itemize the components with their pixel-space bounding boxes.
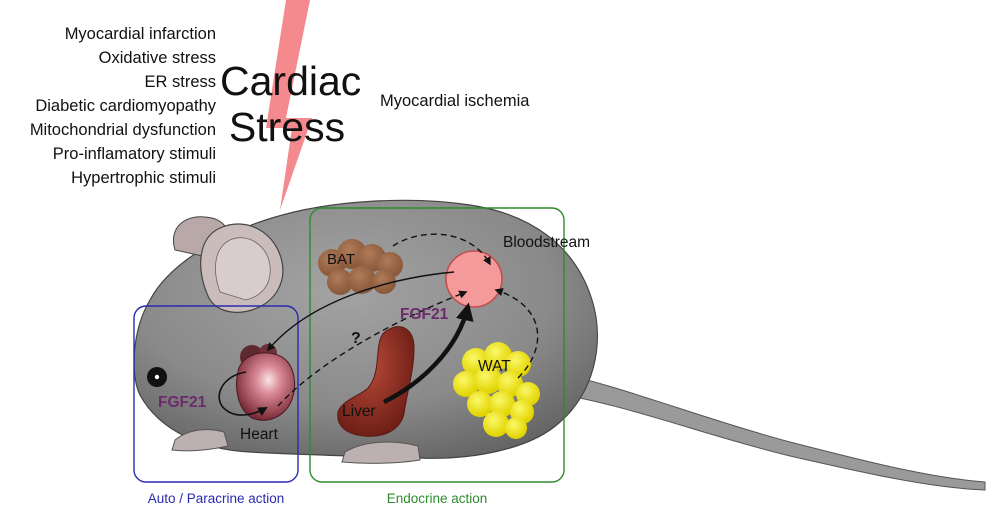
stress-cause: ER stress (144, 73, 216, 91)
bat-label: BAT (327, 251, 355, 268)
endocrine-box (309, 207, 565, 483)
stress-cause: Hypertrophic stimuli (71, 169, 216, 187)
endocrine-caption: Endocrine action (387, 491, 488, 506)
cardiac-stress-line1: Cardiac (220, 58, 362, 104)
mouse-eye-highlight (154, 374, 160, 380)
bloodstream-label: Bloodstream (503, 234, 590, 251)
heart-label: Heart (240, 426, 279, 443)
stress-cause: Mitochondrial dysfunction (29, 121, 216, 139)
liver-organ (337, 326, 415, 437)
stress-cause: Pro-inflamatory stimuli (52, 145, 216, 163)
mouse-hind-foot (341, 441, 421, 464)
fgf21-endocrine-label: FGF21 (400, 306, 449, 323)
mouse-ear-inner (215, 237, 271, 301)
myocardial-ischemia-label: Myocardial ischemia (380, 92, 530, 110)
bat-organ (318, 239, 403, 295)
question-mark: ? (351, 330, 361, 347)
lightning-bolt (266, 0, 312, 210)
auto-paracrine-caption: Auto / Paracrine action (148, 491, 285, 506)
cardiac-stress-title: Cardiac Stress (220, 58, 362, 150)
fgf21-auto-label: FGF21 (158, 394, 207, 411)
auto-paracrine-box (133, 305, 299, 483)
stress-cause: Oxidative stress (98, 49, 216, 67)
wat-label: WAT (478, 358, 511, 375)
arrow-wat-to-bloodstream (494, 288, 539, 379)
liver-label: Liver (342, 403, 376, 420)
wat-organ (453, 342, 540, 439)
arrow-heart-to-bloodstream-dashed (277, 290, 468, 407)
stress-cause: Myocardial infarction (64, 25, 216, 43)
cardiac-stress-line2: Stress (228, 104, 346, 150)
arrow-liver-to-bloodstream (382, 302, 474, 405)
arrow-heart-autocrine-loop (218, 371, 268, 416)
arrow-bloodstream-to-heart (266, 271, 455, 352)
stress-causes-list: Myocardial infarction Oxidative stress E… (0, 22, 216, 190)
bloodstream-circle (445, 250, 503, 308)
stress-cause: Diabetic cardiomyopathy (35, 97, 216, 115)
mouse-tail (544, 369, 986, 491)
arrow-bat-to-bloodstream (392, 233, 491, 266)
mouse-front-foot (171, 429, 229, 452)
